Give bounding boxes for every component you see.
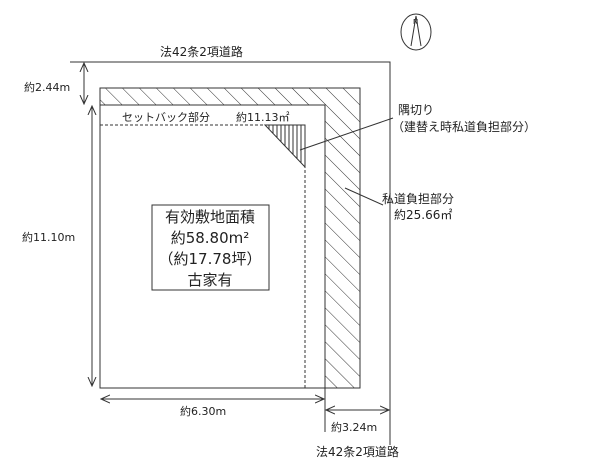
road-bottom-label: 法42条2項道路 [316,444,399,459]
svg-text:N: N [413,18,418,26]
north-arrow-icon: N [400,13,432,51]
setback-area: 約11.13㎡ [236,110,290,124]
corner-cut-note: （建替え時私道負担部分） [392,119,536,134]
lot-boundary [99,104,326,389]
effective-area-tsubo: （約17.78坪） [159,250,262,268]
effective-area-sqm: 約58.80m² [171,229,250,247]
private-road-area: 約25.66㎡ [394,207,452,222]
private-road-label: 私道負担部分 [382,191,454,206]
effective-area-title: 有効敷地面積 [165,208,255,226]
setback-depth-label: 約2.44m [24,80,70,94]
setback-label: セットバック部分 [122,110,210,124]
lot-width-label: 約6.30m [180,404,226,418]
effective-area-note: 古家有 [187,271,232,289]
road-top-label: 法42条2項道路 [160,44,243,59]
road-boundary [70,61,391,445]
corner-cut-label: 隅切り [398,103,434,117]
lot-depth-label: 約11.10m [22,230,75,244]
effective-area-box [151,204,270,291]
road-width-label: 約3.24m [331,420,377,434]
corner-cut-hatch [263,124,306,169]
